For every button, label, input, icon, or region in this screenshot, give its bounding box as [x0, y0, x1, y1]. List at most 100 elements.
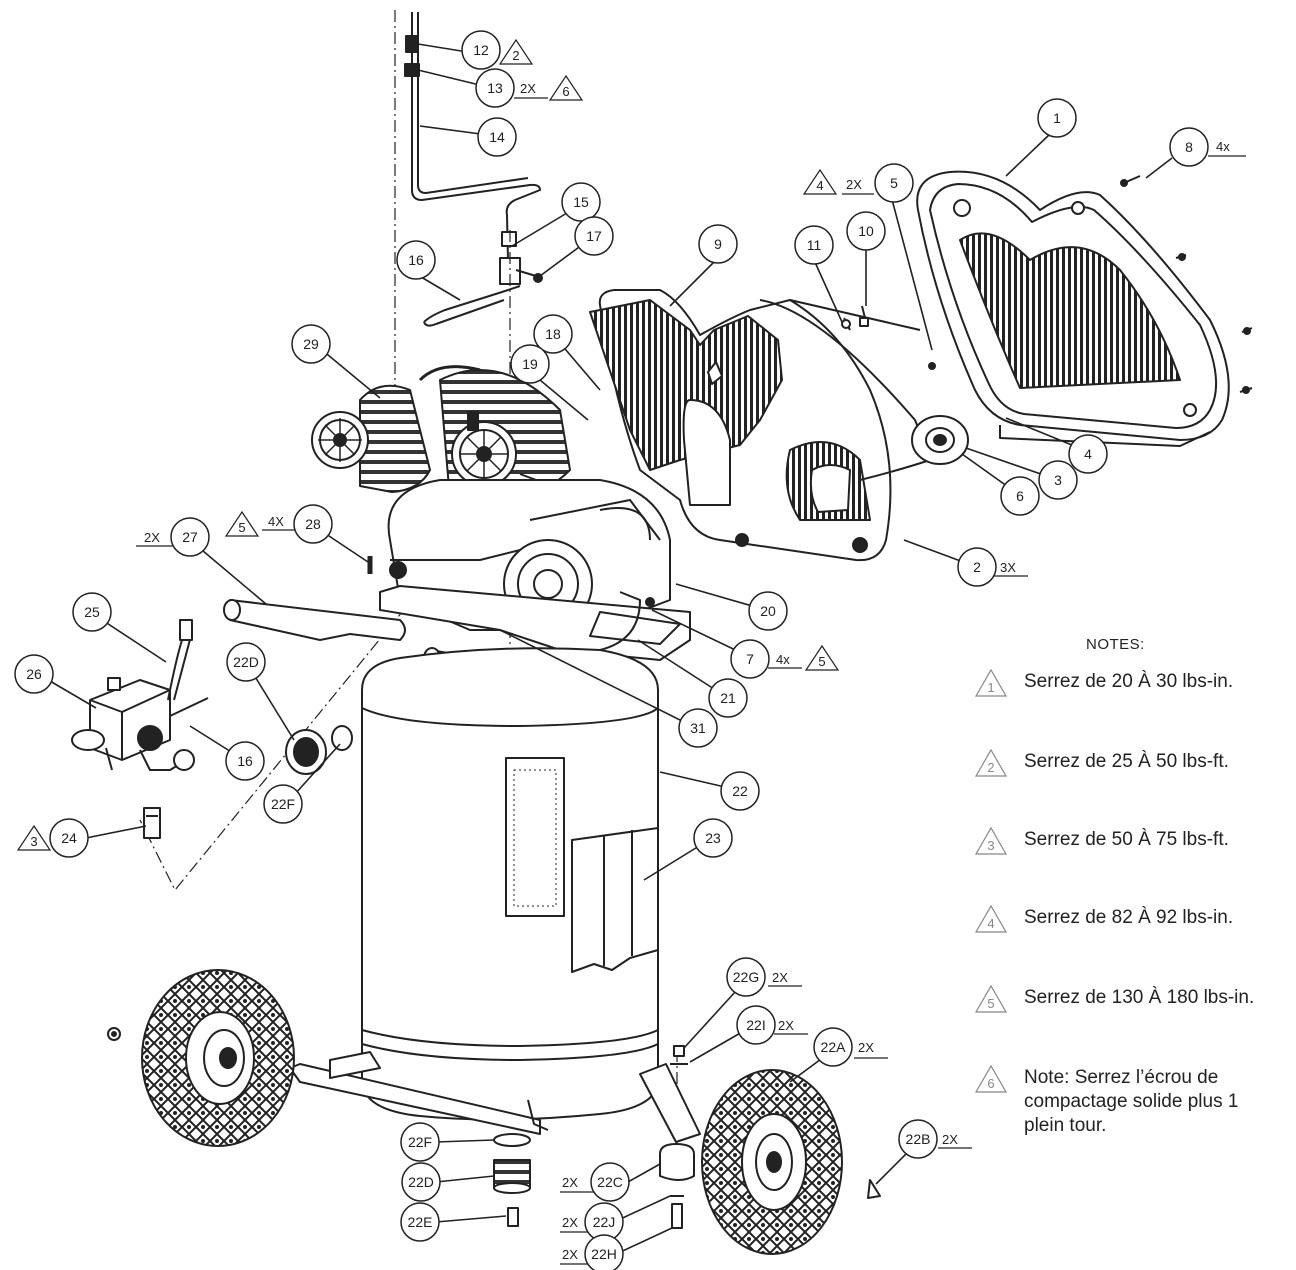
- svg-text:7: 7: [746, 651, 754, 667]
- callout-24: 24: [49, 818, 89, 858]
- callout-6: 6: [1000, 476, 1040, 516]
- unloader-tube: [423, 285, 521, 327]
- front-belt-guard: [916, 170, 1230, 447]
- svg-text:27: 27: [182, 529, 198, 545]
- svg-text:22F: 22F: [271, 796, 295, 812]
- svg-text:2X: 2X: [772, 970, 788, 985]
- callout-10: 10: [846, 211, 886, 251]
- callout-29: 29: [291, 324, 331, 364]
- callout-17: 17: [574, 216, 614, 256]
- callout-22F-top: 22F: [263, 784, 303, 824]
- svg-text:22D: 22D: [408, 1174, 434, 1190]
- quantity-labels: 4x 2X 3X 4x 2X 2X 4X 2X 2X 2X 2X 2X 2X 2…: [144, 81, 1230, 1262]
- belt: [759, 299, 969, 481]
- svg-text:2X: 2X: [858, 1040, 874, 1055]
- torque-triangles: 2 6 4 5 5 3: [16, 38, 840, 851]
- pressure-switch: [71, 619, 209, 771]
- callout-4: 4: [1068, 434, 1108, 474]
- svg-text:14: 14: [489, 129, 505, 145]
- svg-text:24: 24: [61, 830, 77, 846]
- callout-28: 28: [293, 504, 333, 544]
- callout-16-bottom: 16: [225, 741, 265, 781]
- pump-head: [311, 365, 661, 561]
- left-wheel: [107, 969, 295, 1147]
- svg-text:25: 25: [84, 604, 100, 620]
- svg-text:5: 5: [987, 996, 994, 1011]
- rear-belt-guard: [589, 289, 921, 562]
- callout-13: 13: [475, 68, 515, 108]
- svg-text:22I: 22I: [746, 1017, 765, 1033]
- note-text: Serrez de 20 À 30 lbs-in.: [1024, 671, 1234, 692]
- callout-9: 9: [698, 224, 738, 264]
- callout-22G: 22G: [726, 957, 766, 997]
- svg-text:2: 2: [973, 559, 981, 575]
- right-wheel: [701, 1069, 843, 1255]
- svg-text:22G: 22G: [733, 969, 759, 985]
- svg-text:3: 3: [987, 838, 994, 853]
- svg-text:31: 31: [690, 720, 706, 736]
- svg-text:11: 11: [807, 237, 822, 253]
- svg-text:1: 1: [987, 680, 994, 695]
- svg-text:2X: 2X: [520, 81, 536, 96]
- callout-22F-bottom: 22F: [400, 1122, 440, 1162]
- svg-text:16: 16: [237, 753, 253, 769]
- svg-text:4: 4: [1084, 446, 1092, 462]
- notes-title: NOTES:: [1086, 636, 1145, 653]
- note-text: Note: Serrez l’écrou de compactage solid…: [1024, 1067, 1239, 1136]
- callout-22E: 22E: [400, 1202, 440, 1242]
- svg-text:3X: 3X: [1000, 560, 1016, 575]
- svg-text:21: 21: [720, 690, 736, 706]
- callout-16-top: 16: [396, 240, 436, 280]
- svg-text:2X: 2X: [562, 1247, 578, 1262]
- check-valve: [143, 807, 161, 839]
- svg-text:22J: 22J: [593, 1214, 616, 1230]
- callout-14: 14: [477, 117, 517, 157]
- svg-text:13: 13: [487, 80, 503, 96]
- part-callouts: 1 8 5 9 11 10 12 13 14 15 17 16 18 19 29…: [14, 30, 1209, 1270]
- svg-text:2: 2: [512, 48, 519, 63]
- svg-text:17: 17: [586, 228, 602, 244]
- svg-text:4: 4: [987, 916, 994, 931]
- svg-text:29: 29: [303, 336, 319, 352]
- svg-text:22B: 22B: [906, 1131, 931, 1147]
- svg-text:1: 1: [1053, 110, 1061, 126]
- tank-fitting-bottom: [493, 1133, 531, 1227]
- tank-fitting-top: [285, 725, 353, 775]
- note-text: Serrez de 82 À 92 lbs-in.: [1024, 907, 1234, 928]
- svg-text:3: 3: [30, 834, 37, 849]
- callout-26: 26: [14, 654, 54, 694]
- tank-frame: [289, 1051, 701, 1143]
- svg-text:2X: 2X: [942, 1132, 958, 1147]
- svg-text:16: 16: [408, 252, 424, 268]
- svg-text:8: 8: [1185, 139, 1193, 155]
- callout-15: 15: [561, 182, 601, 222]
- svg-text:2X: 2X: [562, 1175, 578, 1190]
- torque-mark-6: 6: [548, 74, 584, 101]
- svg-text:5: 5: [890, 175, 898, 191]
- note-triangle-icon: 4: [974, 904, 1008, 933]
- torque-mark-3: 3: [16, 824, 52, 851]
- air-tank: [361, 647, 659, 1121]
- callout-22: 22: [720, 771, 760, 811]
- svg-text:22: 22: [732, 783, 748, 799]
- note-text: Serrez de 130 À 180 lbs-in.: [1024, 987, 1255, 1008]
- svg-text:22F: 22F: [408, 1134, 432, 1150]
- svg-text:5: 5: [818, 654, 825, 669]
- callout-8: 8: [1169, 127, 1209, 167]
- svg-text:9: 9: [714, 236, 722, 252]
- svg-text:6: 6: [987, 1076, 994, 1091]
- callout-19: 19: [510, 344, 550, 384]
- callout-12: 12: [461, 30, 501, 70]
- note-triangle-icon: 3: [974, 826, 1008, 855]
- callout-22B: 22B: [898, 1119, 938, 1159]
- note-triangle-icon: 5: [974, 984, 1008, 1013]
- svg-text:20: 20: [760, 603, 776, 619]
- svg-text:10: 10: [858, 223, 874, 239]
- callout-1: 1: [1037, 98, 1077, 138]
- svg-text:6: 6: [562, 84, 569, 99]
- svg-text:19: 19: [522, 356, 538, 372]
- svg-text:2: 2: [987, 760, 994, 775]
- svg-text:28: 28: [305, 516, 321, 532]
- svg-text:26: 26: [26, 666, 42, 682]
- svg-text:15: 15: [573, 194, 589, 210]
